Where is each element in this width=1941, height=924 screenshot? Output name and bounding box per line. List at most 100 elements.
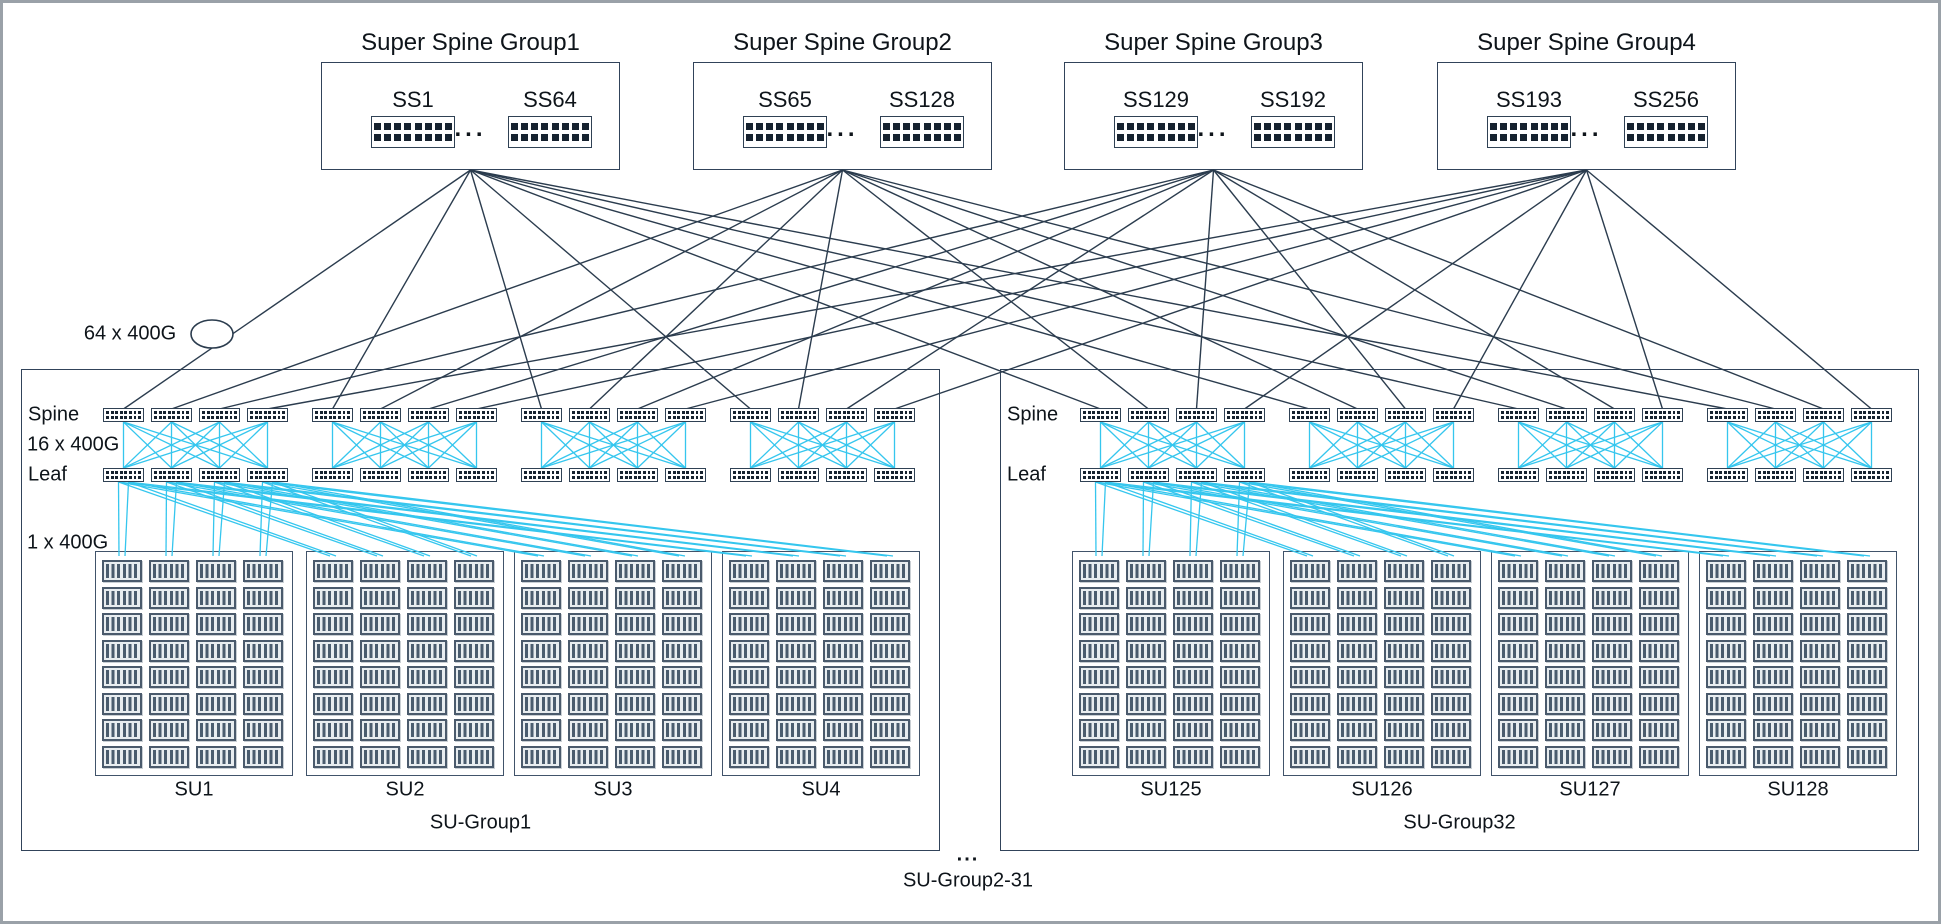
switch-port	[133, 475, 137, 479]
switch-port	[1553, 411, 1557, 415]
server-rack-icon	[1847, 586, 1887, 609]
server-rack-icon	[313, 586, 353, 609]
switch-port	[1259, 411, 1262, 415]
server-rack-stripes	[1643, 670, 1675, 684]
switch-port	[363, 415, 366, 419]
server-rack-stripes	[1851, 617, 1883, 631]
link-line	[166, 481, 378, 557]
server-rack-icon	[1847, 666, 1887, 688]
server-rack-icon	[1753, 719, 1793, 741]
server-rack-icon	[243, 586, 283, 609]
switch-port	[1776, 471, 1780, 475]
switch-port	[115, 415, 119, 419]
switch-port	[319, 475, 323, 479]
switch-port	[234, 415, 237, 419]
link-line	[1196, 421, 1245, 469]
switch-port	[751, 475, 755, 479]
switch-port	[1723, 471, 1727, 475]
super-spine-switch-icon	[880, 116, 964, 148]
link-line	[1201, 481, 1824, 557]
server-rack-icon	[243, 613, 283, 635]
switch-port	[799, 471, 803, 475]
switch-port	[582, 123, 590, 131]
switch-port	[167, 415, 171, 419]
link-line	[1566, 421, 1663, 469]
switch-port	[542, 415, 546, 419]
server-rack-stripes	[1341, 723, 1373, 737]
switch-port	[803, 471, 807, 475]
switch-port	[528, 471, 532, 475]
switch-port	[254, 415, 258, 419]
switch-port	[486, 415, 490, 419]
server-rack-icon	[729, 586, 769, 609]
switch-port	[1571, 411, 1575, 415]
switch-port	[1540, 133, 1548, 141]
switch-port	[886, 475, 890, 479]
server-rack-stripes	[247, 696, 279, 711]
switch-port	[582, 133, 590, 141]
link-line	[1614, 421, 1663, 469]
switch-port	[1401, 411, 1405, 415]
server-rack-icon	[196, 692, 236, 715]
switch-port	[1737, 415, 1741, 419]
switch-port	[1737, 471, 1741, 475]
switch-port	[1615, 475, 1619, 479]
server-rack-icon	[1337, 719, 1377, 741]
switch-port	[1505, 471, 1509, 475]
switch-port	[1137, 123, 1145, 131]
spine-switch-icon	[1498, 408, 1539, 422]
switch-port	[899, 415, 903, 419]
switch-port	[642, 411, 646, 415]
server-rack-icon	[729, 745, 769, 768]
switch-port	[1245, 471, 1249, 475]
switch-port	[491, 411, 494, 415]
super-spine-switch-label: SS193	[1495, 87, 1563, 112]
switch-port	[250, 415, 253, 419]
leaf-row-label: Leaf	[28, 463, 67, 486]
switch-port	[106, 471, 109, 475]
switch-port	[890, 471, 894, 475]
leaf-switch-icon	[1642, 468, 1683, 482]
switch-port	[1410, 411, 1414, 415]
leaf-switch-icon	[1851, 468, 1892, 482]
server-rack-icon	[149, 666, 189, 688]
switch-port	[367, 475, 371, 479]
server-rack-icon	[568, 560, 608, 582]
server-rack-icon	[729, 613, 769, 635]
server-rack-stripes	[1294, 643, 1326, 658]
link-line	[1100, 421, 1149, 469]
switch-port	[1489, 133, 1497, 141]
switch-port	[1530, 133, 1538, 141]
link-line	[476, 169, 1587, 410]
switch-port	[1654, 471, 1658, 475]
switch-port	[954, 123, 962, 131]
server-rack-stripes	[106, 643, 138, 658]
link-line	[1518, 421, 1615, 469]
switch-port	[1872, 471, 1876, 475]
switch-port	[1767, 415, 1771, 419]
switch-port	[481, 475, 485, 479]
server-rack-icon	[1592, 719, 1632, 741]
switch-port	[363, 475, 366, 479]
switch-port	[1372, 411, 1375, 415]
switch-port	[459, 411, 462, 415]
switch-port	[877, 475, 880, 479]
server-rack-icon	[1592, 586, 1632, 609]
super-spine-group-box	[693, 62, 992, 170]
link-line	[541, 421, 686, 469]
switch-port	[434, 123, 442, 131]
switch-port	[1533, 415, 1536, 419]
server-rack-icon	[1126, 639, 1166, 662]
switch-port	[847, 411, 851, 415]
switch-port	[234, 411, 237, 415]
server-rack-stripes	[153, 590, 185, 605]
link-line	[128, 481, 545, 557]
switch-port	[1881, 411, 1885, 415]
server-rack-icon	[1337, 692, 1377, 715]
switch-port	[1372, 475, 1375, 479]
switch-port	[1647, 133, 1655, 141]
switch-port	[438, 415, 442, 419]
switch-port	[1597, 415, 1600, 419]
switch-port	[861, 411, 864, 415]
switch-port	[1872, 475, 1876, 479]
